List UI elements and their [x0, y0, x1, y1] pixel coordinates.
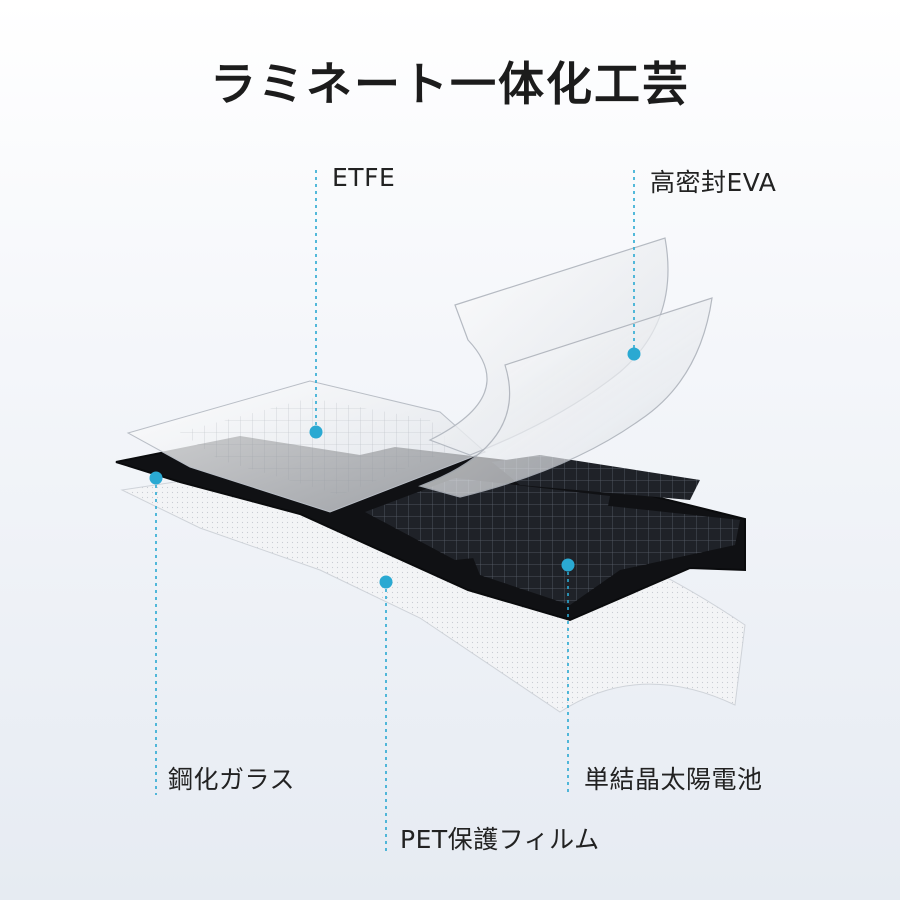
- glass-marker-dot: [149, 471, 163, 485]
- etfe-label: ETFE: [332, 163, 396, 192]
- etfe-marker-dot: [309, 425, 323, 439]
- etfe-cell-overlay: [180, 398, 455, 495]
- eva-film-lower: [418, 297, 713, 498]
- eva-label: 高密封EVA: [650, 168, 777, 197]
- pet-marker-dot: [379, 575, 393, 589]
- eva-marker-dot: [627, 347, 641, 361]
- glass-label: 鋼化ガラス: [168, 765, 296, 794]
- cell-panel-2: [470, 505, 740, 605]
- page-title: ラミネート一体化工芸: [210, 57, 690, 111]
- cell-marker-dot: [561, 558, 575, 572]
- pet-label: PET保護フィルム: [400, 825, 600, 854]
- cell-label: 単結晶太陽電池: [584, 765, 763, 794]
